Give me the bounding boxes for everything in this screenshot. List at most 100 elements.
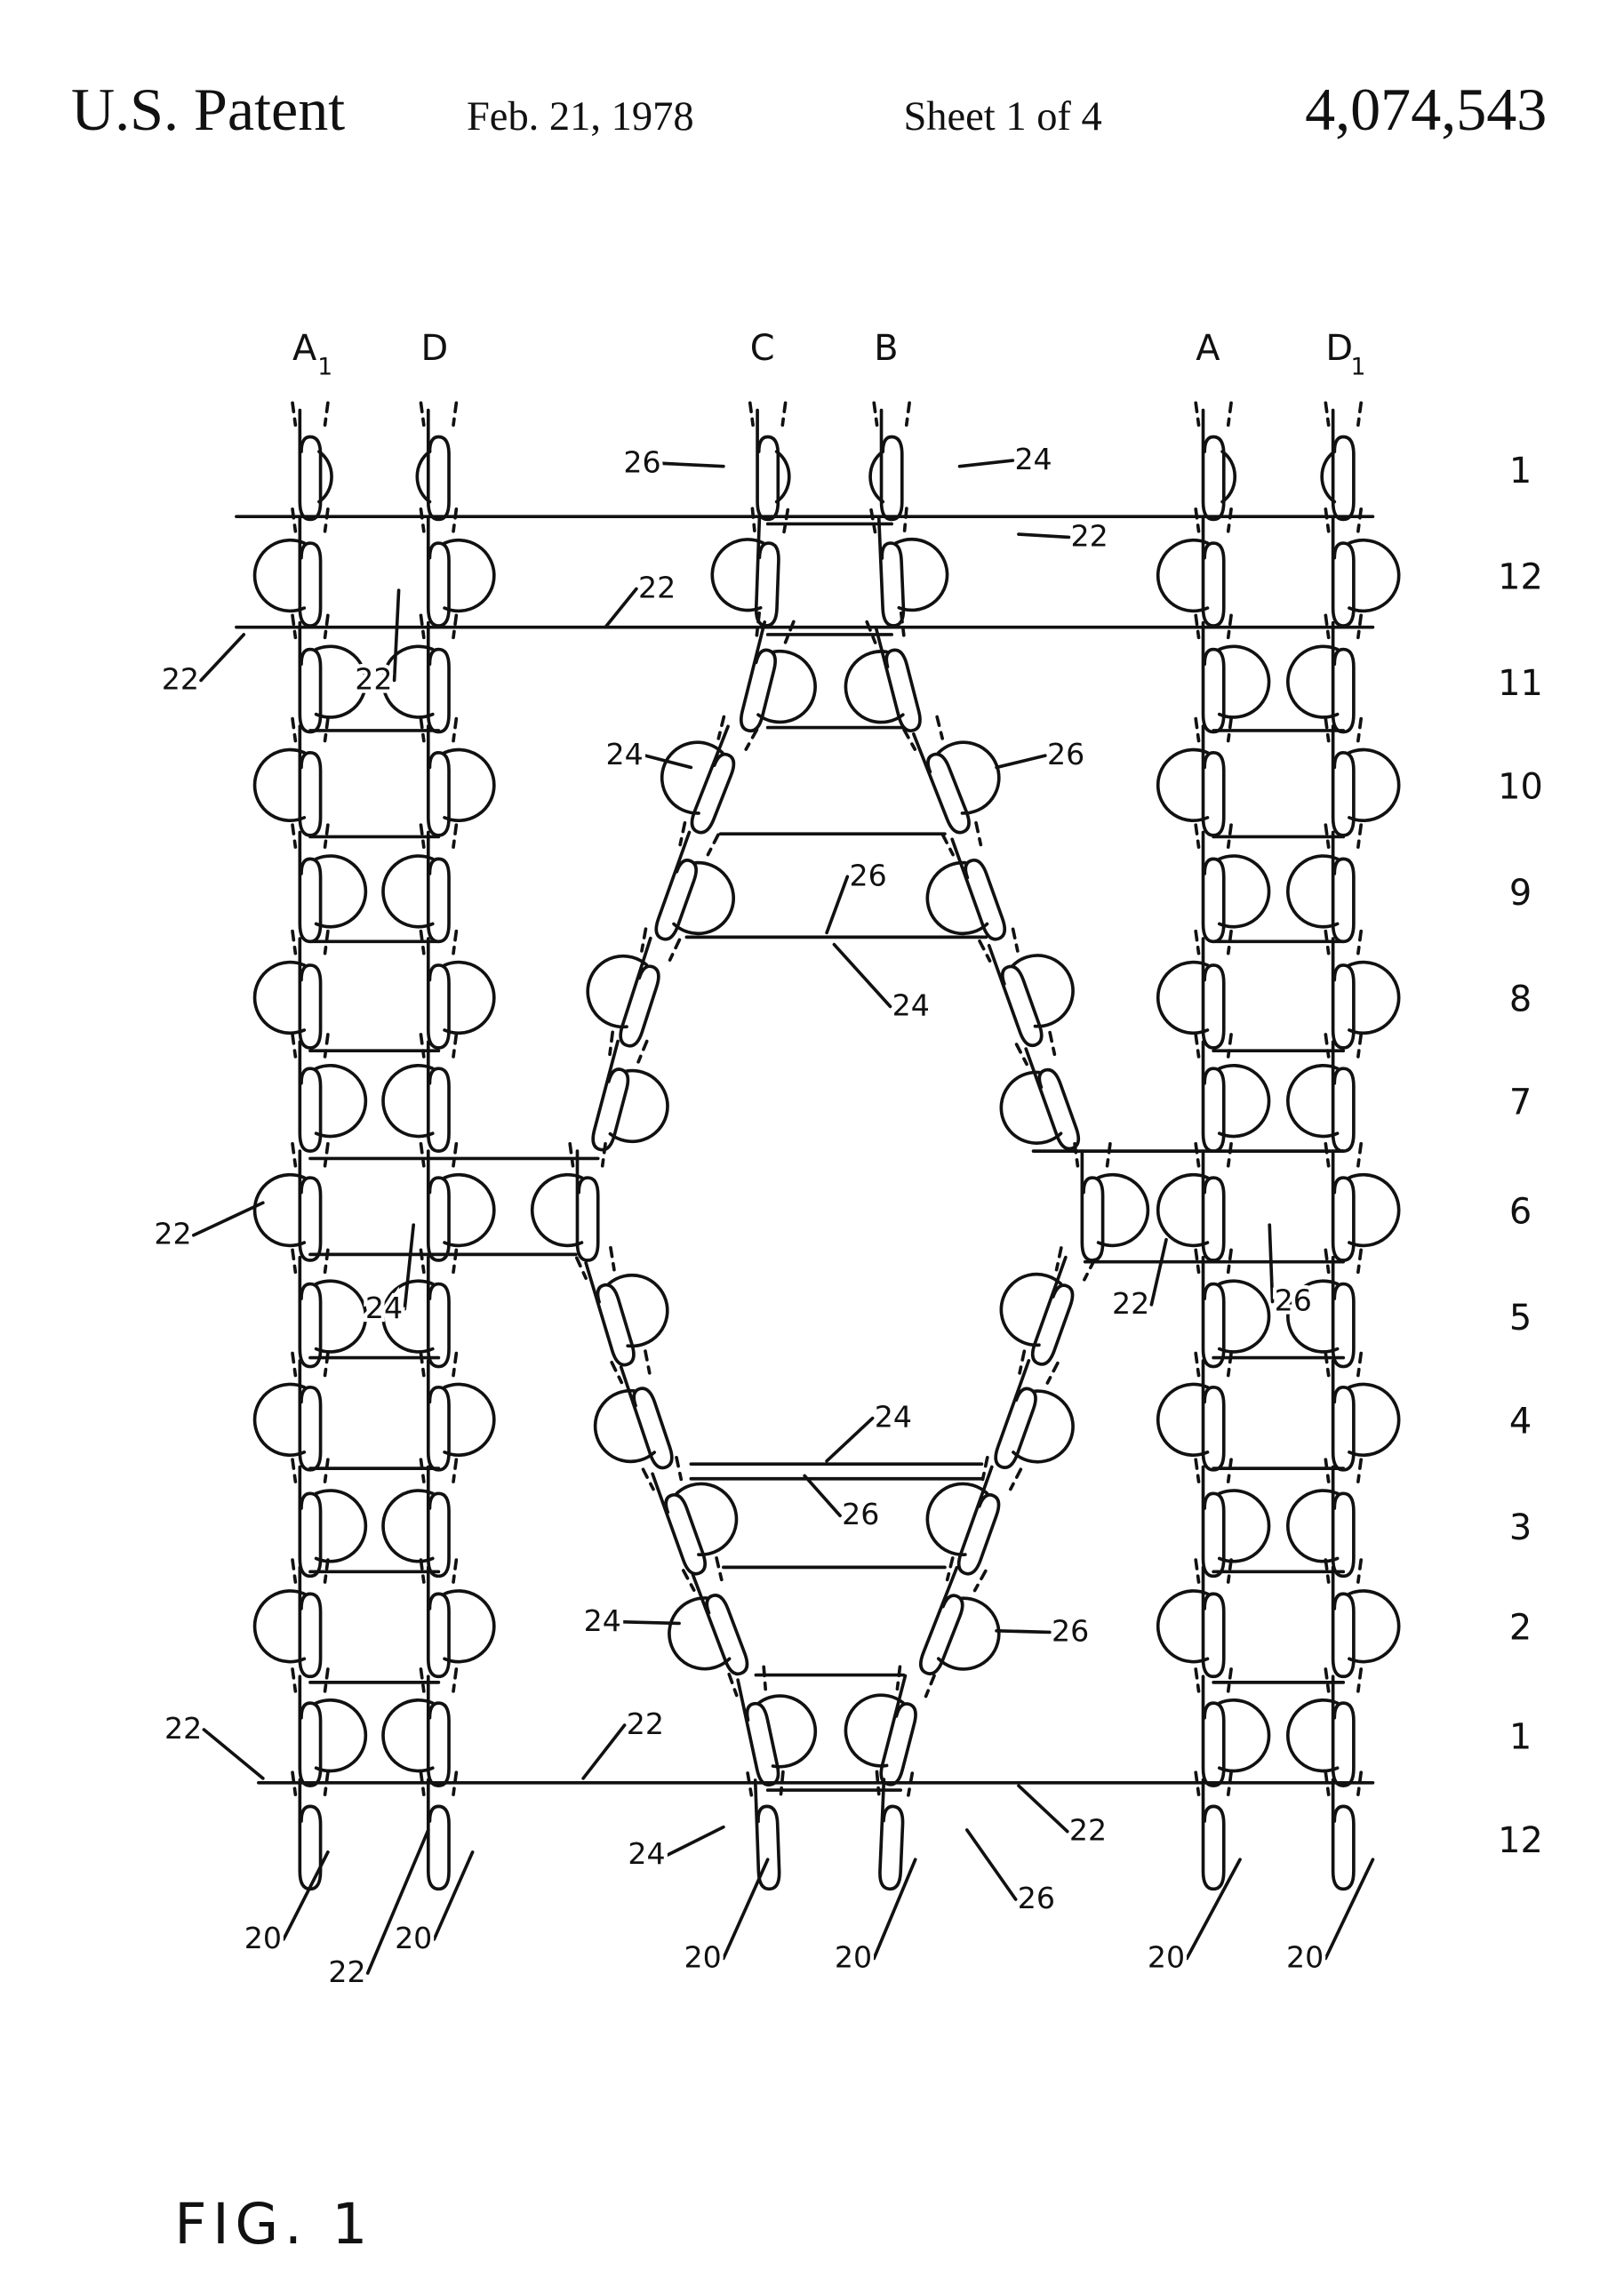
stitch-loop [748, 401, 791, 522]
leader-line [660, 461, 725, 468]
reference-numeral: 22 [638, 570, 676, 604]
stitch-loop [1194, 823, 1271, 944]
stitch-loop [419, 716, 496, 837]
stitch-loop [902, 715, 1001, 835]
stitch-loop [1194, 613, 1271, 734]
stitch-loop [381, 613, 459, 734]
leader-line [957, 459, 1015, 468]
column-label: B [874, 328, 898, 369]
leader-line [825, 875, 850, 935]
leader-line [1185, 1858, 1242, 1961]
stitch-loop [252, 1351, 330, 1472]
leader-line [825, 1416, 875, 1463]
stitch-loop [252, 1142, 330, 1262]
column-label-subscript: 1 [1351, 354, 1366, 381]
column-label: D [1325, 328, 1353, 369]
stitch-loop [252, 716, 330, 837]
stitch-loop [291, 1458, 368, 1579]
stitch-loop [291, 401, 333, 522]
column-label: C [750, 328, 775, 369]
stitch-loop [746, 1770, 785, 1891]
header-us-patent: U.S. Patent [71, 76, 345, 143]
stitch-loop [844, 611, 922, 732]
stitch-loop [1194, 1458, 1271, 1579]
stitch-loop [919, 1556, 1001, 1675]
stitch-chain-c [530, 401, 818, 1891]
row-label: 2 [1509, 1608, 1532, 1649]
reference-numeral: 22 [1071, 518, 1108, 553]
leader-line [803, 1474, 842, 1518]
stitch-loop [381, 1458, 459, 1579]
stitch-loop [1324, 1558, 1401, 1679]
row-label: 1 [1509, 451, 1532, 492]
stitch-loop [654, 821, 735, 941]
leader-line [665, 1825, 725, 1857]
stitch-loop [994, 1349, 1075, 1469]
stitch-loop [1156, 1351, 1233, 1472]
leader-line [199, 633, 246, 683]
stitch-loop [593, 1349, 674, 1470]
stitch-loop [1194, 1248, 1271, 1369]
stitch-loop [419, 508, 496, 627]
row-label: 9 [1509, 873, 1532, 914]
stitch-loop [1194, 1033, 1271, 1153]
reference-numeral: 24 [584, 1603, 621, 1638]
leader-line [621, 1619, 681, 1626]
stitch-loop [415, 401, 459, 522]
stitch-loop [1156, 1142, 1233, 1262]
stitch-loop [727, 1665, 818, 1786]
leader-line [1268, 1223, 1275, 1304]
stitch-loop [1156, 716, 1233, 837]
leader-line [1149, 1237, 1168, 1307]
stitch-loop [1286, 1248, 1364, 1369]
stitch-loop [925, 821, 1007, 941]
reference-numeral: 22 [162, 661, 199, 696]
stitch-loop [419, 1142, 496, 1262]
stitch-loop [999, 1246, 1097, 1366]
stitch-loop [710, 507, 790, 627]
stitch-loop [574, 1245, 669, 1367]
reference-numeral: 26 [1047, 737, 1084, 771]
reference-numeral: 22 [1112, 1286, 1149, 1321]
leader-line [604, 587, 638, 629]
stitch-loop [419, 1770, 459, 1891]
stitch-loop [252, 508, 330, 627]
stitch-loop [1286, 1458, 1364, 1579]
leader-line [644, 754, 693, 770]
stitch-loop [291, 613, 368, 734]
row-label: 10 [1498, 766, 1543, 807]
stitch-loop [1156, 929, 1233, 1050]
row-label: 1 [1509, 1717, 1532, 1758]
row-label: 3 [1509, 1507, 1532, 1548]
reference-numeral: 20 [244, 1921, 282, 1955]
stitch-loop [1156, 508, 1233, 627]
stitch-chain-a [1156, 401, 1271, 1891]
stitch-loop [1156, 1558, 1233, 1679]
reference-numeral: 24 [628, 1836, 665, 1871]
stitch-loop [381, 1248, 459, 1369]
stitch-loop [1324, 716, 1401, 837]
reference-numeral: 24 [365, 1291, 403, 1325]
leader-line [365, 1828, 430, 1975]
leader-line [872, 1858, 917, 1961]
stitch-loop [660, 715, 759, 835]
leader-line [581, 1723, 627, 1780]
stitch-loop [419, 1558, 496, 1679]
reference-numeral: 20 [395, 1921, 432, 1955]
stitch-loop [1286, 823, 1364, 944]
stitch-loop [1324, 1351, 1401, 1472]
leader-line [995, 1628, 1052, 1635]
leader-line [432, 1850, 475, 1941]
row-label: 6 [1509, 1191, 1532, 1232]
stitch-loop [868, 401, 911, 522]
stitch-loop [381, 823, 459, 944]
reference-numeral: 26 [1018, 1881, 1055, 1915]
stitch-loop [978, 927, 1075, 1048]
leader-line [832, 942, 892, 1009]
column-label: A [1196, 328, 1220, 369]
stitch-loop [1320, 401, 1364, 522]
stitch-loop [381, 1033, 459, 1153]
stitch-loop [291, 823, 368, 944]
